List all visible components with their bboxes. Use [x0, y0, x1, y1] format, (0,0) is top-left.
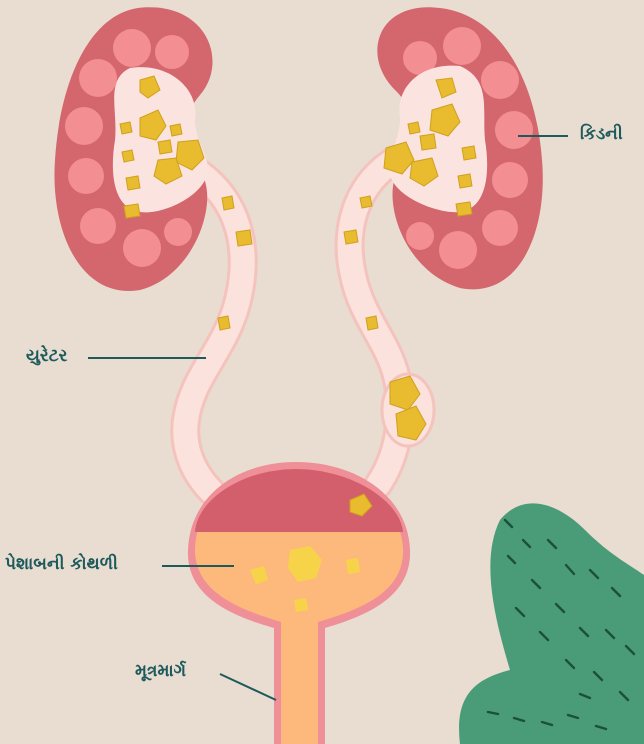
ureter-label: યુરેટર [26, 346, 67, 366]
bladder-label: પેશાબની કોથળી [5, 554, 118, 574]
bladder [188, 462, 410, 676]
right-kidney [377, 7, 542, 289]
urethra-label: મૂત્રમાર્ગ [135, 661, 186, 681]
urethra [274, 670, 325, 744]
left-kidney [54, 7, 212, 291]
ureter-stones [218, 196, 426, 440]
plant-leaf-decoration [459, 503, 644, 744]
kidney-label: કિડની [580, 124, 623, 144]
